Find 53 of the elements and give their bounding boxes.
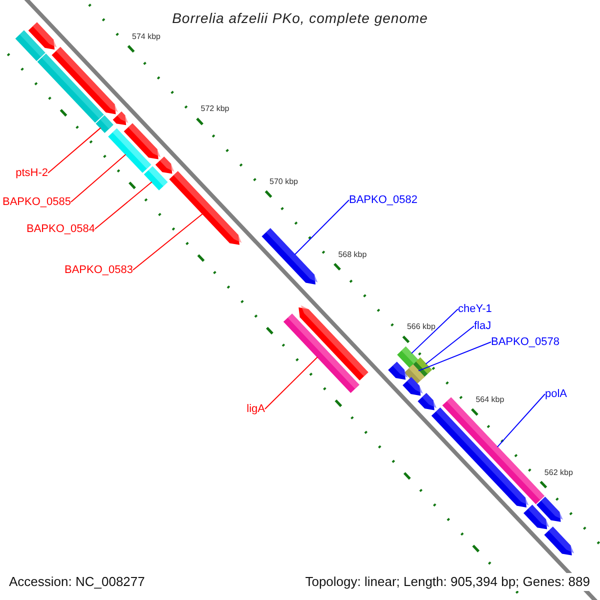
- gene-segment: [52, 46, 118, 114]
- gene-segment: [37, 54, 104, 123]
- gene-label: cheY-1: [458, 301, 492, 317]
- gene-segment: [96, 115, 114, 133]
- gene-segment: [15, 30, 46, 62]
- gene-segment: [169, 171, 242, 245]
- leader-line: [411, 308, 458, 354]
- gene-segment: [108, 128, 152, 173]
- scale-label: 562 kbp: [544, 468, 573, 478]
- leader-line: [48, 127, 102, 174]
- scale-label: 574 kbp: [132, 32, 160, 42]
- gene-segment: [262, 228, 318, 284]
- gene-segment: [418, 393, 437, 410]
- gene-segment: [524, 504, 550, 530]
- leader-line: [264, 356, 318, 410]
- scale-label: 568 kbp: [338, 250, 367, 260]
- leader-line: [132, 213, 204, 270]
- leader-line: [496, 394, 546, 448]
- gene-label: flaJ: [474, 318, 492, 334]
- gene-segment: [402, 377, 423, 396]
- gene-segment: [544, 526, 574, 556]
- leader-line: [94, 182, 152, 230]
- gene-segment: [112, 112, 128, 126]
- leader-line: [70, 154, 126, 202]
- gene-segment: [298, 305, 368, 380]
- leader-line: [425, 326, 474, 364]
- gene-label: BAPKO_0583: [64, 262, 133, 278]
- scale-label: 572 kbp: [200, 104, 230, 114]
- gene-segment: [124, 123, 161, 160]
- scale-label: 566 kbp: [406, 322, 436, 332]
- gene-segment: [397, 346, 418, 368]
- genome-summary-text: Topology: linear; Length: 905,394 bp; Genes: 889: [305, 573, 590, 591]
- gene-segment: [155, 156, 174, 174]
- gene-segment: [28, 22, 57, 50]
- gene-label: ligA: [246, 401, 265, 417]
- leader-line: [418, 342, 492, 372]
- scale-label: 570 kbp: [270, 177, 298, 188]
- gene-segment: [536, 496, 563, 522]
- scale-label: 564 kbp: [476, 394, 504, 405]
- gene-label: BAPKO_0582: [349, 192, 418, 208]
- gene-label: ptsH-2: [16, 165, 48, 181]
- gene-segment: [388, 362, 408, 380]
- gene-segment: [404, 364, 425, 385]
- map-title: Borrelia afzelii PKo, complete genome: [171, 9, 429, 28]
- gene-label: BAPKO_0585: [2, 194, 71, 210]
- leader-line: [294, 200, 350, 256]
- gene-label: polA: [545, 386, 568, 402]
- gene-label: BAPKO_0578: [491, 334, 560, 350]
- gene-segment: [283, 314, 360, 393]
- gene-segment: [431, 408, 529, 508]
- gene-label: BAPKO_0584: [26, 221, 95, 237]
- gene-segment: [442, 397, 544, 504]
- gene-segment: [144, 166, 168, 190]
